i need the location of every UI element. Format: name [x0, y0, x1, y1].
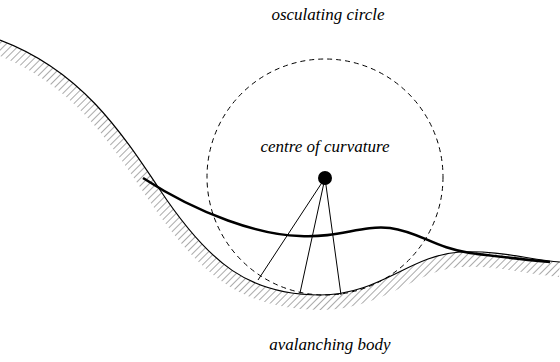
- radius-lines: [258, 178, 341, 295]
- osculating-circle: [207, 59, 443, 295]
- ground-surface: [0, 40, 560, 295]
- ground-hatching: [0, 40, 560, 295]
- centre-dot: [318, 171, 332, 185]
- centre-label: centre of curvature: [260, 138, 389, 157]
- avalanche-surface: [143, 178, 550, 262]
- body-label: avalanching body: [269, 336, 390, 355]
- circle-label: osculating circle: [271, 6, 384, 25]
